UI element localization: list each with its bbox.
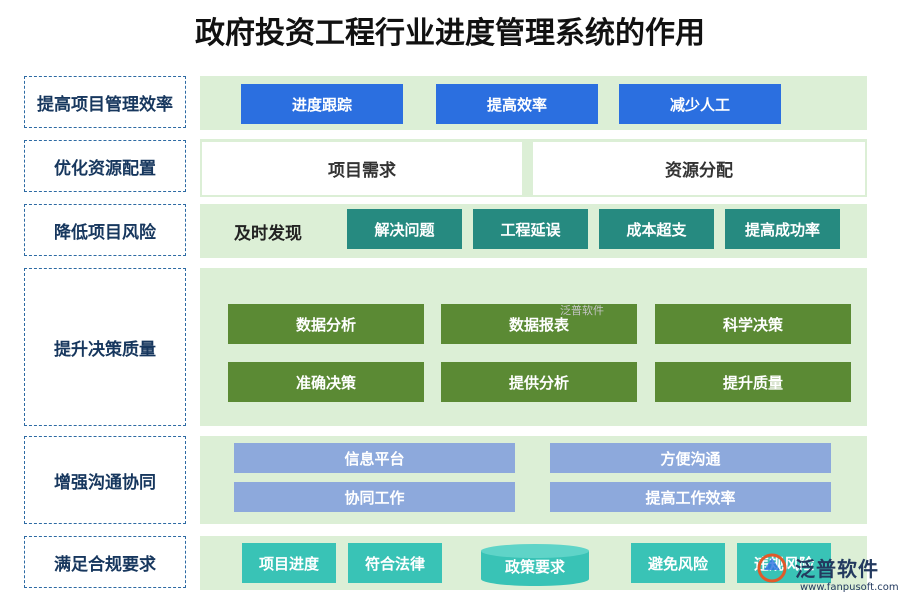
node-info-platform: 信息平台 [234, 443, 515, 473]
node-success-rate: 提高成功率 [725, 209, 840, 249]
policy-cylinder-shape [481, 544, 589, 586]
row-decision [200, 268, 867, 426]
logo-name: 泛普软件 [795, 557, 879, 581]
node-work-efficiency: 提高工作效率 [550, 482, 831, 512]
node-reduce-labor: 减少人工 [619, 84, 781, 124]
node-accurate-decision: 准确决策 [228, 362, 424, 402]
category-label-resources: 优化资源配置 [24, 140, 186, 192]
watermark-text: 泛普软件 [560, 304, 604, 317]
node-cost-overrun: 成本超支 [599, 209, 714, 249]
node-policy-requirements: 政策要求 [504, 557, 565, 576]
node-improve-efficiency: 提高效率 [436, 84, 598, 124]
node-provide-analysis: 提供分析 [441, 362, 637, 402]
node-scientific-decision: 科学决策 [655, 304, 851, 344]
node-legal-compliance: 符合法律 [348, 543, 442, 583]
node-resource-allocation: 资源分配 [533, 142, 865, 195]
category-label-risk: 降低项目风险 [24, 204, 186, 256]
category-label-communication: 增强沟通协同 [24, 436, 186, 524]
node-data-analysis: 数据分析 [228, 304, 424, 344]
node-progress-tracking: 进度跟踪 [241, 84, 403, 124]
node-timely-discovery: 及时发现 [234, 224, 302, 244]
category-label-decision: 提升决策质量 [24, 268, 186, 426]
logo-icon [757, 553, 787, 583]
node-easy-communication: 方便沟通 [550, 443, 831, 473]
node-data-report: 数据报表 [441, 304, 637, 344]
node-collaborative-work: 协同工作 [234, 482, 515, 512]
node-avoid-risk: 避免风险 [631, 543, 725, 583]
node-project-demand: 项目需求 [202, 142, 522, 195]
category-label-efficiency: 提高项目管理效率 [24, 76, 186, 128]
logo-url: www.fanpusoft.com [800, 582, 899, 593]
category-label-compliance: 满足合规要求 [24, 536, 186, 588]
node-solve-problems: 解决问题 [347, 209, 462, 249]
page-title: 政府投资工程行业进度管理系统的作用 [195, 16, 705, 51]
node-improve-quality: 提升质量 [655, 362, 851, 402]
node-project-delay: 工程延误 [473, 209, 588, 249]
node-project-progress: 项目进度 [242, 543, 336, 583]
